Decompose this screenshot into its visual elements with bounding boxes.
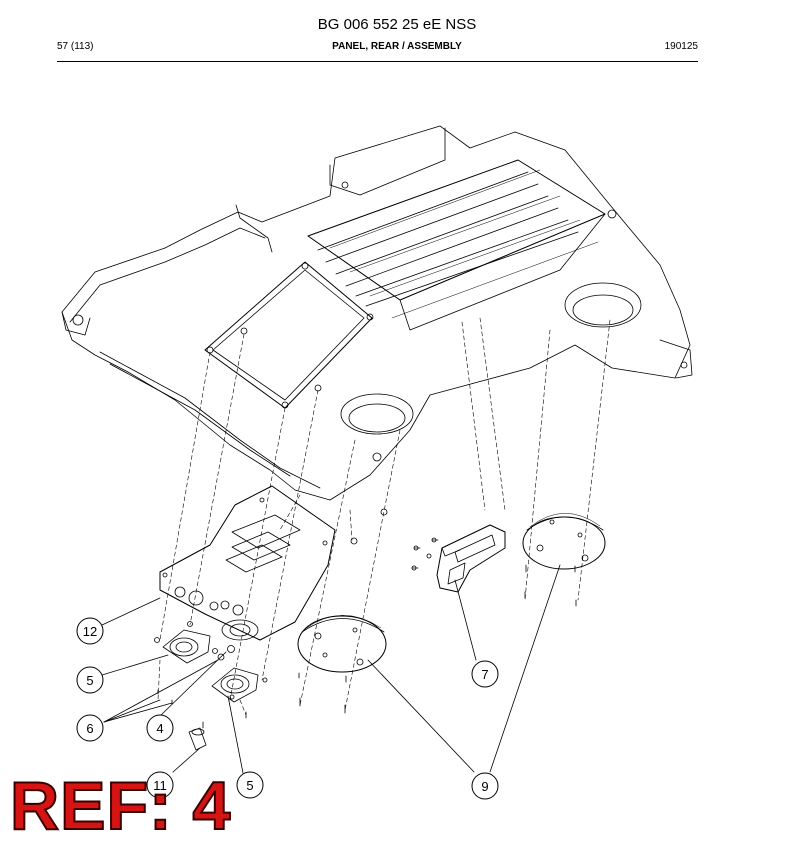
document-code: 190125 — [664, 41, 698, 52]
section-title: PANEL, REAR / ASSEMBLY — [332, 41, 462, 52]
callout-9 — [471, 772, 499, 800]
assembly-guide-lines — [157, 317, 611, 716]
document-title: BG 006 552 25 eE NSS — [317, 16, 477, 33]
callout-7 — [471, 660, 499, 688]
callout-label: 5 — [86, 673, 93, 688]
rear-panel-part — [61, 125, 693, 516]
callout-label: 5 — [246, 778, 253, 793]
page-number: 57 (113) — [57, 41, 94, 52]
leader-lines — [101, 564, 561, 774]
grommet-part — [162, 619, 259, 703]
callout-markers — [76, 617, 499, 800]
header-rule — [57, 61, 698, 62]
callout-4 — [146, 714, 174, 742]
round-cover-part — [297, 513, 606, 673]
callout-12 — [76, 617, 104, 645]
callout-label: 11 — [153, 778, 167, 793]
callout-5-upper — [76, 666, 104, 694]
fastener-parts — [154, 537, 577, 751]
callout-label: 9 — [481, 779, 488, 794]
callout-label: 12 — [83, 624, 97, 639]
callout-label: 7 — [481, 667, 488, 682]
handle-bracket-part — [436, 524, 506, 593]
callout-label: 4 — [156, 721, 163, 736]
callout-11 — [146, 771, 174, 799]
mounting-plate-part — [159, 485, 336, 641]
callout-5-lower — [236, 771, 264, 799]
reference-stamp: REF: 4 — [9, 768, 232, 844]
callout-label: 6 — [86, 721, 93, 736]
callout-6 — [76, 714, 104, 742]
